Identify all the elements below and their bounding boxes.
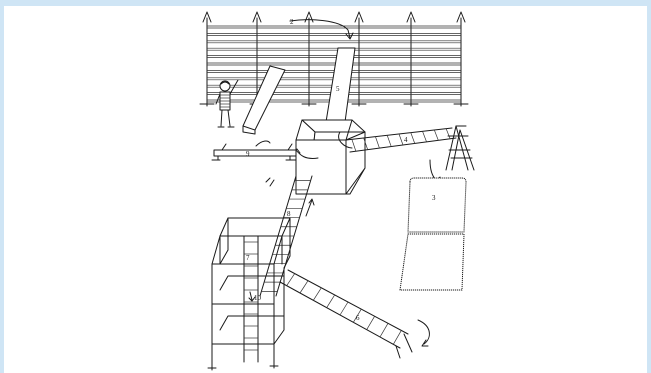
mats: 3 [400,178,466,290]
label-frame-top: 7 [246,254,250,262]
rung [287,274,295,286]
rung [375,137,379,148]
label-ladder-center: 8 [287,210,291,218]
rung [380,323,388,337]
rung [340,302,348,315]
obstacle-course-drawing: 2 5 [4,6,647,373]
rung [327,295,335,308]
rung [446,129,450,139]
label-ladder-right: 4 [404,136,408,144]
label-frame-mid: 10 [254,294,262,302]
rung [411,133,415,144]
label-wall-bars: 2 [290,18,294,26]
rung [434,130,438,140]
bench: 9 [212,141,296,160]
label-ladder-bottom: 6 [356,314,360,322]
rung [393,330,401,344]
rung [423,131,427,142]
rung [300,281,308,293]
climbing-frame: 7 10 [208,218,290,370]
vaulting-box [294,120,365,194]
rung [313,288,321,301]
diagram-frame: 2 5 [4,6,647,373]
trestle [430,126,474,182]
rung [399,134,403,145]
label-plank-right: 5 [336,85,340,93]
label-bench: 9 [246,150,250,158]
label-mats: 3 [432,194,436,202]
rung [387,135,391,146]
rung [367,316,375,329]
